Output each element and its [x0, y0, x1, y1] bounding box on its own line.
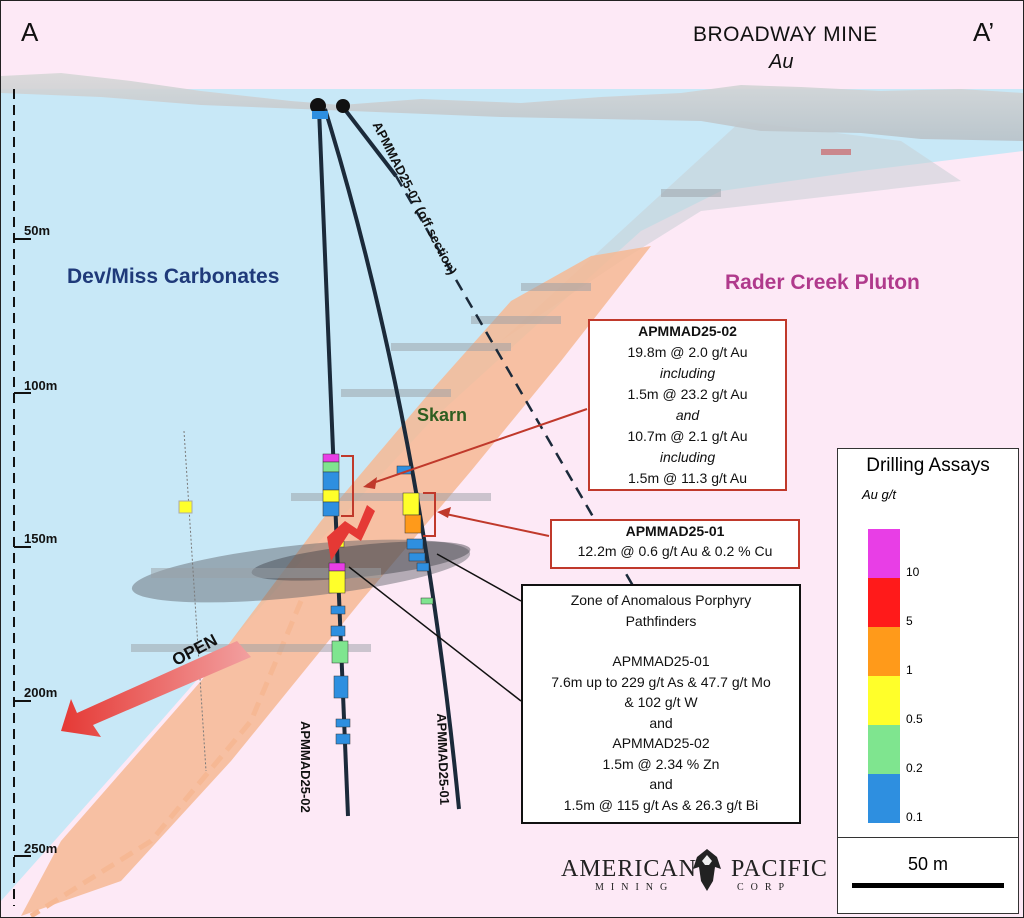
logo-sub-corp: CORP	[737, 882, 792, 893]
section-label-a-prime: A’	[973, 17, 995, 47]
callout-line: APMMAD25-02	[612, 735, 710, 751]
callout-line: 19.8m @ 2.0 g/t Au	[627, 344, 748, 360]
legend-tick: 1	[906, 663, 913, 677]
callout-line: 7.6m up to 229 g/t As & 47.7 g/t Mo	[551, 673, 771, 690]
scale-bar-label: 50 m	[907, 854, 949, 874]
leader-zone-a	[436, 553, 522, 602]
legend-swatch	[868, 627, 900, 676]
scale-bar	[852, 883, 1004, 888]
legend-swatch	[868, 676, 900, 725]
legend-tick: 10	[906, 565, 920, 579]
callout-line: 10.7m @ 2.1 g/t Au	[627, 428, 748, 444]
callout-apmmad25-02: APMMAD25-02 19.8m @ 2.0 g/t Au including…	[588, 319, 787, 491]
legend-swatch	[868, 774, 900, 823]
callout-line: and	[649, 714, 673, 731]
skarn-arrow	[327, 505, 375, 561]
legend-tick: 0.1	[906, 810, 923, 824]
legend-separator	[838, 837, 1018, 838]
hole-apmmad25-07-trace	[344, 109, 398, 178]
mine-title: BROADWAY MINE	[693, 23, 878, 46]
callout-line: including	[659, 365, 716, 381]
eagle-logo-icon	[693, 849, 721, 891]
callout-line: 1.5m @ 23.2 g/t Au	[627, 386, 748, 402]
depth-label: 150m	[24, 531, 58, 546]
depth-label: 200m	[24, 685, 58, 700]
assay-legend: Drilling Assays Au g/t 10 5 1 0.5 0.2 0.…	[837, 448, 1019, 914]
callout-line: & 102 g/t W	[624, 694, 698, 710]
depth-label: 100m	[24, 378, 58, 393]
open-arrow	[61, 641, 251, 737]
callout-title: APMMAD25-01	[625, 523, 725, 539]
faint-hole-trace	[183, 430, 207, 772]
bracket-01	[423, 492, 436, 537]
callout-line: and	[649, 776, 673, 792]
leader-01	[440, 512, 550, 537]
logo-word-pacific: PACIFIC	[731, 856, 828, 882]
bracket-02	[341, 455, 354, 517]
callout-title: APMMAD25-02	[638, 323, 737, 339]
callout-line: 1.5m @ 11.3 g/t Au	[627, 470, 748, 486]
terrain-surface	[1, 73, 1023, 141]
hole-02-assays	[322, 453, 351, 745]
leader-02	[366, 408, 588, 486]
callout-title: Pathfinders	[625, 612, 697, 629]
callout-apmmad25-01: APMMAD25-01 12.2m @ 0.6 g/t Au & 0.2 % C…	[550, 519, 800, 569]
hole-label-apmmad25-02: APMMAD25-02	[298, 721, 313, 813]
callout-line: including	[659, 449, 716, 465]
carbonates-unit	[1, 89, 1023, 901]
callout-porphyry-zone: Zone of Anomalous Porphyry Pathfinders A…	[521, 584, 801, 824]
callout-line: APMMAD25-01	[612, 653, 710, 669]
legend-unit: Au g/t	[862, 487, 896, 502]
legend-swatch	[868, 529, 900, 578]
legend-color-bar	[868, 529, 900, 823]
collar-02	[310, 98, 326, 114]
collar-assay	[312, 111, 328, 119]
callout-line: and	[675, 407, 700, 423]
unit-label-skarn: Skarn	[417, 405, 468, 425]
grey-zone	[501, 121, 961, 341]
legend-title: Drilling Assays	[866, 455, 990, 476]
depth-label: 50m	[24, 223, 51, 238]
unit-label-pluton: Rader Creek Pluton	[725, 271, 920, 294]
legend-tick: 0.2	[906, 761, 923, 775]
leader-zone-b	[348, 566, 522, 702]
hole-01-assays	[396, 465, 434, 605]
faint-hole-sample	[178, 500, 193, 514]
hole-apmmad25-01-trace	[323, 108, 461, 810]
skarn-open-outline	[29, 600, 304, 917]
logo-word-american: AMERICAN	[561, 856, 698, 882]
callout-line: 1.5m @ 115 g/t As & 26.3 g/t Bi	[563, 796, 759, 813]
logo-sub-mining: MINING	[595, 882, 675, 893]
section-label-a: A	[21, 17, 39, 47]
unit-label-carbonates: Dev/Miss Carbonates	[67, 265, 280, 288]
depth-axis	[13, 89, 31, 906]
mine-commodity: Au	[769, 51, 794, 73]
hole-label-apmmad25-01: APMMAD25-01	[434, 713, 453, 806]
legend-swatch	[868, 578, 900, 627]
callout-title: Zone of Anomalous Porphyry	[570, 592, 752, 608]
callout-line: 1.5m @ 2.34 % Zn	[602, 755, 720, 772]
legend-tick: 5	[906, 614, 913, 628]
depth-label: 250m	[24, 841, 58, 856]
collar-07	[336, 99, 350, 113]
callout-line: 12.2m @ 0.6 g/t Au & 0.2 % Cu	[577, 543, 773, 559]
legend-tick: 0.5	[906, 712, 923, 726]
legend-swatch	[868, 725, 900, 774]
